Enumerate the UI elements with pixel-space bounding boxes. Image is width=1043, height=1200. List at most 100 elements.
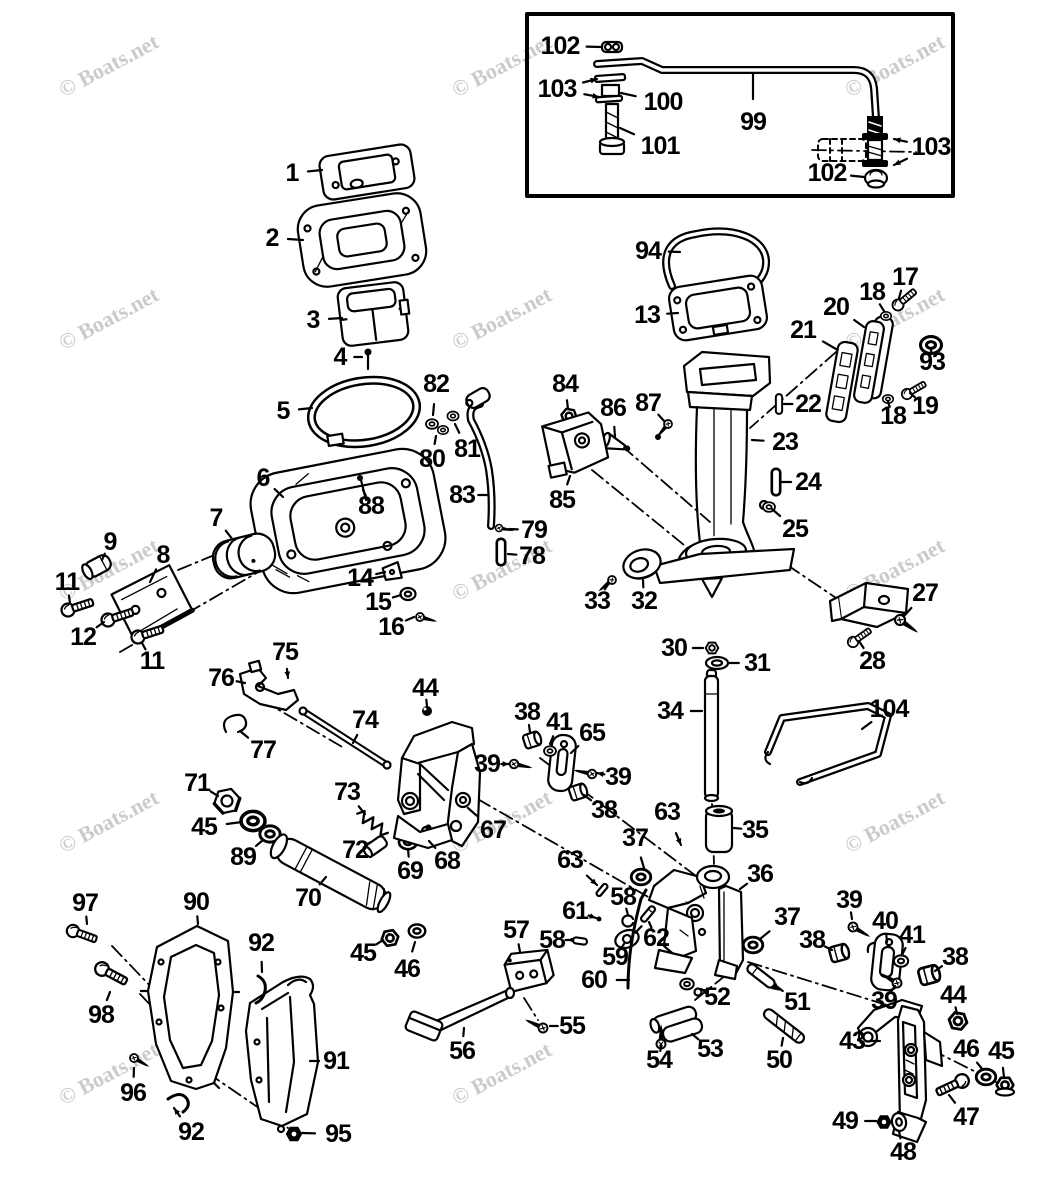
part-callout-16: 16 bbox=[378, 613, 404, 641]
callout-leader bbox=[860, 720, 873, 731]
part-callout-9: 9 bbox=[104, 528, 117, 556]
part-callout-62: 62 bbox=[643, 924, 669, 952]
part-callout-3: 3 bbox=[307, 306, 320, 334]
part-callout-85: 85 bbox=[549, 486, 576, 514]
part-art-78 bbox=[495, 537, 507, 567]
part-callout-65: 65 bbox=[579, 719, 606, 747]
callout-leader bbox=[375, 570, 387, 576]
watermark-text: © Boats.net bbox=[54, 281, 163, 355]
part-callout-17: 17 bbox=[892, 263, 918, 291]
callout-leader bbox=[849, 911, 854, 921]
part-callout-63: 63 bbox=[557, 846, 583, 874]
part-callout-55: 55 bbox=[559, 1012, 586, 1040]
part-callout-79: 79 bbox=[521, 516, 547, 544]
callout-leader bbox=[411, 940, 417, 953]
part-callout-102: 102 bbox=[808, 159, 847, 187]
callout-leader bbox=[209, 790, 220, 798]
callout-leader bbox=[619, 942, 626, 950]
part-art-45mid bbox=[379, 928, 401, 948]
callout-leader bbox=[886, 400, 891, 408]
part-art-63pin bbox=[595, 882, 609, 898]
part-callout-25: 25 bbox=[782, 515, 809, 543]
callout-leader bbox=[105, 990, 112, 1002]
part-callout-77: 77 bbox=[250, 736, 276, 764]
part-art-9 bbox=[81, 554, 112, 581]
part-callout-4: 4 bbox=[334, 343, 348, 371]
callout-leader bbox=[327, 316, 344, 320]
callout-leader bbox=[566, 474, 572, 486]
callout-arrowhead bbox=[502, 761, 509, 767]
callout-leader bbox=[361, 488, 367, 497]
part-callout-58: 58 bbox=[610, 883, 637, 911]
callout-leader bbox=[224, 529, 235, 542]
assembly-line bbox=[773, 555, 843, 603]
callout-leader bbox=[548, 735, 555, 746]
callout-leader bbox=[235, 680, 247, 685]
part-callout-94: 94 bbox=[635, 237, 662, 265]
part-art-95 bbox=[276, 1124, 303, 1142]
part-art-61pin bbox=[596, 916, 602, 922]
part-art-39c bbox=[845, 919, 874, 942]
callout-leader bbox=[431, 403, 436, 417]
part-art-80 bbox=[436, 425, 450, 435]
assembly-line bbox=[111, 945, 155, 991]
part-art-5 bbox=[306, 375, 422, 449]
callout-leader bbox=[885, 933, 889, 944]
callout-leader bbox=[750, 438, 765, 442]
part-art-53 bbox=[649, 1005, 704, 1043]
callout-leader bbox=[506, 552, 518, 556]
part-callout-83: 83 bbox=[449, 481, 475, 509]
callout-leader bbox=[770, 507, 782, 518]
part-callout-92: 92 bbox=[248, 929, 274, 957]
part-art-91 bbox=[244, 975, 320, 1128]
part-callout-68: 68 bbox=[434, 847, 461, 875]
part-callout-41: 41 bbox=[546, 708, 573, 736]
part-callout-6: 6 bbox=[257, 464, 270, 492]
part-callout-102: 102 bbox=[541, 32, 580, 60]
part-art-38d bbox=[916, 962, 943, 987]
part-callout-1: 1 bbox=[286, 159, 300, 187]
part-callout-44: 44 bbox=[412, 674, 439, 702]
callout-leader bbox=[659, 1044, 663, 1053]
callout-leader bbox=[67, 594, 72, 605]
part-art-62 bbox=[639, 905, 657, 923]
part-art-31 bbox=[704, 655, 730, 671]
part-callout-22: 22 bbox=[795, 390, 821, 418]
part-callout-15: 15 bbox=[365, 588, 392, 616]
part-art-90 bbox=[139, 924, 241, 1091]
part-art-92b bbox=[166, 1093, 190, 1114]
callout-leader bbox=[849, 174, 866, 179]
part-callout-70: 70 bbox=[295, 884, 321, 912]
part-art-99-tiller bbox=[593, 40, 889, 189]
assembly-line bbox=[749, 351, 837, 429]
part-callout-43: 43 bbox=[839, 1027, 865, 1055]
callout-leader bbox=[374, 938, 385, 946]
part-art-48 bbox=[890, 1111, 908, 1133]
part-callout-53: 53 bbox=[697, 1035, 723, 1063]
part-callout-97: 97 bbox=[72, 889, 98, 917]
part-art-83 bbox=[465, 387, 496, 530]
callout-leader bbox=[603, 581, 611, 591]
part-callout-23: 23 bbox=[772, 428, 798, 456]
callout-leader bbox=[318, 875, 328, 886]
callout-leader bbox=[95, 620, 106, 629]
callout-leader bbox=[823, 945, 834, 952]
part-callout-100: 100 bbox=[644, 88, 683, 116]
callout-leader bbox=[897, 289, 903, 300]
callout-leader bbox=[625, 907, 630, 917]
part-callout-20: 20 bbox=[823, 293, 849, 321]
part-callout-73: 73 bbox=[334, 778, 360, 806]
part-art-6 bbox=[249, 447, 447, 595]
part-art-13 bbox=[667, 274, 769, 342]
part-callout-63: 63 bbox=[654, 798, 680, 826]
part-callout-91: 91 bbox=[323, 1047, 350, 1075]
part-callout-69: 69 bbox=[397, 857, 423, 885]
callout-leader bbox=[306, 168, 324, 173]
part-callout-56: 56 bbox=[449, 1037, 475, 1065]
part-art-40 bbox=[866, 932, 904, 992]
part-callout-104: 104 bbox=[870, 695, 910, 723]
part-art-72 bbox=[362, 835, 388, 859]
part-callout-99: 99 bbox=[740, 108, 766, 136]
part-callout-92: 92 bbox=[178, 1118, 204, 1146]
